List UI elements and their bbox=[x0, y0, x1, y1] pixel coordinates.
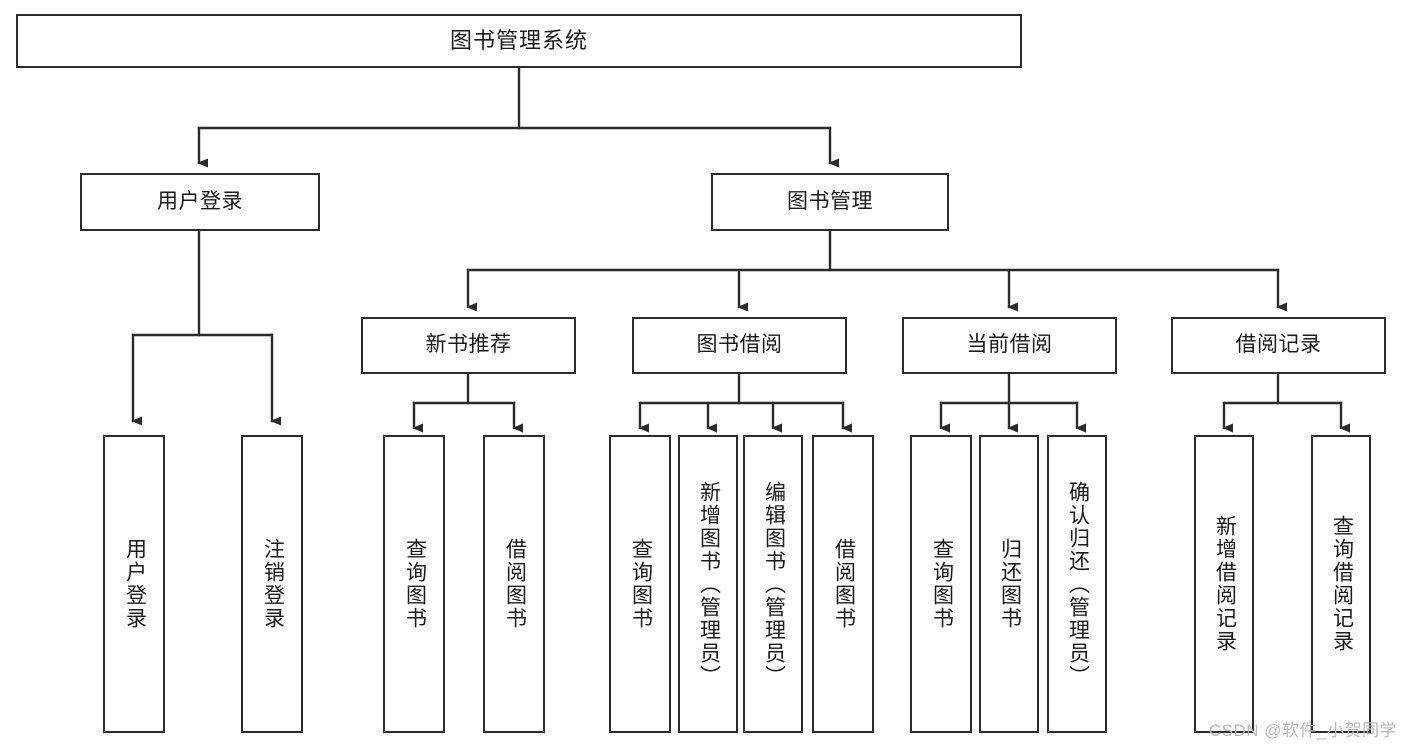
leaf-add-borrow-record-label: 新增借阅记录 bbox=[1213, 515, 1237, 653]
leaf-edit-book-label: 编辑图书（管理员） bbox=[762, 480, 786, 688]
leaf-return-book-label: 归还图书 bbox=[998, 538, 1022, 630]
node-user-login-label: 用户登录 bbox=[157, 189, 243, 213]
node-root-label: 图书管理系统 bbox=[449, 28, 588, 54]
node-book-management[interactable]: 图书管理 bbox=[711, 173, 949, 231]
leaf-add-book-label: 新增图书（管理员） bbox=[697, 480, 721, 688]
csdn-watermark: CSDN @软件_小贺同学 bbox=[1208, 721, 1397, 740]
leaf-borrow-book-2-label: 借阅图书 bbox=[832, 538, 856, 630]
leaf-add-book[interactable]: 新增图书（管理员） bbox=[678, 435, 738, 733]
leaf-borrow-book-1[interactable]: 借阅图书 bbox=[483, 435, 545, 733]
leaf-logout-label: 注销登录 bbox=[261, 538, 285, 630]
node-borrow-record-label: 借阅记录 bbox=[1235, 333, 1322, 357]
leaf-query-book-3-label: 查询图书 bbox=[930, 538, 954, 630]
leaf-confirm-return-label: 确认归还（管理员） bbox=[1066, 480, 1090, 688]
leaf-return-book[interactable]: 归还图书 bbox=[979, 435, 1039, 733]
leaf-user-login-label: 用户登录 bbox=[123, 538, 147, 630]
node-borrow-record[interactable]: 借阅记录 bbox=[1171, 317, 1386, 374]
leaf-borrow-book-1-label: 借阅图书 bbox=[503, 538, 527, 630]
leaf-query-book-1-label: 查询图书 bbox=[403, 538, 427, 630]
node-book-borrow-label: 图书借阅 bbox=[696, 333, 783, 357]
leaf-query-book-2[interactable]: 查询图书 bbox=[609, 435, 671, 733]
leaf-query-book-2-label: 查询图书 bbox=[629, 538, 653, 630]
node-user-login[interactable]: 用户登录 bbox=[80, 173, 320, 231]
leaf-edit-book[interactable]: 编辑图书（管理员） bbox=[743, 435, 803, 733]
node-current-borrow[interactable]: 当前借阅 bbox=[902, 317, 1117, 374]
node-root[interactable]: 图书管理系统 bbox=[16, 14, 1022, 68]
node-new-book-recommendation-label: 新书推荐 bbox=[425, 333, 512, 357]
node-current-borrow-label: 当前借阅 bbox=[966, 333, 1053, 357]
leaf-confirm-return[interactable]: 确认归还（管理员） bbox=[1047, 435, 1107, 733]
leaf-query-book-3[interactable]: 查询图书 bbox=[910, 435, 972, 733]
leaf-borrow-book-2[interactable]: 借阅图书 bbox=[812, 435, 874, 733]
node-new-book-recommendation[interactable]: 新书推荐 bbox=[361, 317, 576, 374]
leaf-query-book-1[interactable]: 查询图书 bbox=[383, 435, 445, 733]
leaf-add-borrow-record[interactable]: 新增借阅记录 bbox=[1194, 435, 1254, 733]
leaf-logout[interactable]: 注销登录 bbox=[241, 435, 303, 733]
leaf-user-login[interactable]: 用户登录 bbox=[103, 435, 165, 733]
node-book-borrow[interactable]: 图书借阅 bbox=[632, 317, 847, 374]
leaf-query-borrow-record[interactable]: 查询借阅记录 bbox=[1311, 435, 1371, 733]
leaf-query-borrow-record-label: 查询借阅记录 bbox=[1330, 515, 1354, 653]
node-book-management-label: 图书管理 bbox=[787, 189, 873, 213]
